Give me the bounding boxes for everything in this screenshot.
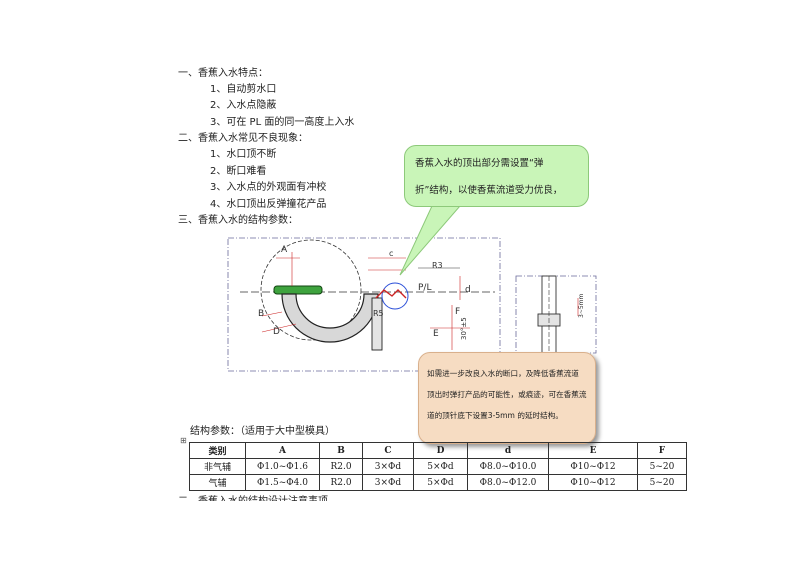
table-cell: 3×Φd — [362, 458, 414, 475]
table-row: 气辅 Φ1.5~Φ4.0 R2.0 3×Φd 5×Φd Φ8.0~Φ12.0 Φ… — [189, 474, 687, 491]
header-cell: D — [413, 442, 468, 459]
footer-fragment: 二、香蕉入水的结构设计注意事项 — [178, 495, 328, 501]
label-delay: 3~5mm — [578, 293, 585, 318]
callout-box: 香蕉入水的顶出部分需设置“弹 折”结构，以使香蕉流道受力优良， — [404, 145, 589, 207]
note-line: 道的顶针底下设置3-5mm 的延时结构。 — [427, 411, 563, 420]
table-cell: Φ1.0~Φ1.6 — [245, 458, 320, 475]
section-3-title: 三、香蕉入水的结构参数： — [178, 215, 298, 226]
section-2-item: 1、水口顶不断 — [210, 149, 277, 160]
header-cell: A — [245, 442, 320, 459]
section-2-title: 二、香蕉入水常见不良现象： — [178, 133, 308, 144]
header-cell: 类别 — [189, 442, 246, 459]
section-1-title: 一、香蕉入水特点： — [178, 68, 268, 79]
table-cell: R2.0 — [319, 458, 363, 475]
table-cell: 5×Φd — [413, 474, 468, 491]
table-cell: 5×Φd — [413, 458, 468, 475]
callout-line: 折”结构，以使香蕉流道受力优良， — [415, 185, 563, 196]
label-E: E — [433, 329, 439, 339]
section-1-item: 2、入水点隐蔽 — [210, 100, 277, 111]
table-cell: Φ10~Φ12 — [548, 474, 638, 491]
label-R3: R3 — [432, 261, 443, 270]
table-cell: Φ10~Φ12 — [548, 458, 638, 475]
label-B: B — [258, 309, 264, 319]
label-R5: R5 — [373, 309, 384, 318]
header-cell: d — [467, 442, 549, 459]
label-c: c — [389, 249, 393, 258]
section-2-item: 2、断口难看 — [210, 166, 267, 177]
table-cell: Φ8.0~Φ12.0 — [467, 474, 549, 491]
note-line: 如需进一步改良入水的断口，及降低香蕉流道 — [427, 369, 579, 378]
params-table: 类别 A B C D d E F 非气辅 Φ1.0~Φ1.6 R2.0 3×Φd… — [189, 442, 687, 491]
header-cell: E — [548, 442, 638, 459]
table-cell: Φ8.0~Φ10.0 — [467, 458, 549, 475]
section-2-item: 3、入水点的外观面有冲校 — [210, 182, 327, 193]
header-cell: B — [319, 442, 363, 459]
table-anchor-icon: ⊞ — [180, 436, 187, 445]
table-cell: 5~20 — [637, 458, 687, 475]
header-cell: F — [637, 442, 687, 459]
section-2-item: 4、水口顶出反弹撞花产品 — [210, 199, 327, 210]
callout-line: 香蕉入水的顶出部分需设置“弹 — [415, 158, 544, 169]
section-1-item: 1、自动剪水口 — [210, 84, 277, 95]
table-header-row: 类别 A B C D d E F — [189, 442, 687, 459]
table-cell: 非气辅 — [189, 458, 246, 475]
table-row: 非气辅 Φ1.0~Φ1.6 R2.0 3×Φd 5×Φd Φ8.0~Φ10.0 … — [189, 458, 687, 475]
table-cell: R2.0 — [319, 474, 363, 491]
label-F: F — [455, 307, 460, 317]
label-angle: 30°±5 — [460, 317, 468, 340]
table-cell: Φ1.5~Φ4.0 — [245, 474, 320, 491]
section-1-item: 3、可在 PL 面的同一高度上入水 — [210, 117, 355, 128]
label-A: A — [281, 245, 288, 255]
table-caption: 结构参数：（适用于大中型模具） — [190, 426, 335, 437]
label-D: D — [273, 327, 280, 337]
note-box: 如需进一步改良入水的断口，及降低香蕉流道 顶出时弹打产品的可能性，或痕迹，可在香… — [418, 352, 596, 444]
label-d: d — [465, 285, 471, 295]
table-cell: 气辅 — [189, 474, 246, 491]
table-cell: 3×Φd — [362, 474, 414, 491]
table-cell: 5~20 — [637, 474, 687, 491]
note-line: 顶出时弹打产品的可能性，或痕迹，可在香蕉流 — [427, 390, 587, 399]
label-PL: P/L — [418, 283, 431, 293]
header-cell: C — [362, 442, 414, 459]
